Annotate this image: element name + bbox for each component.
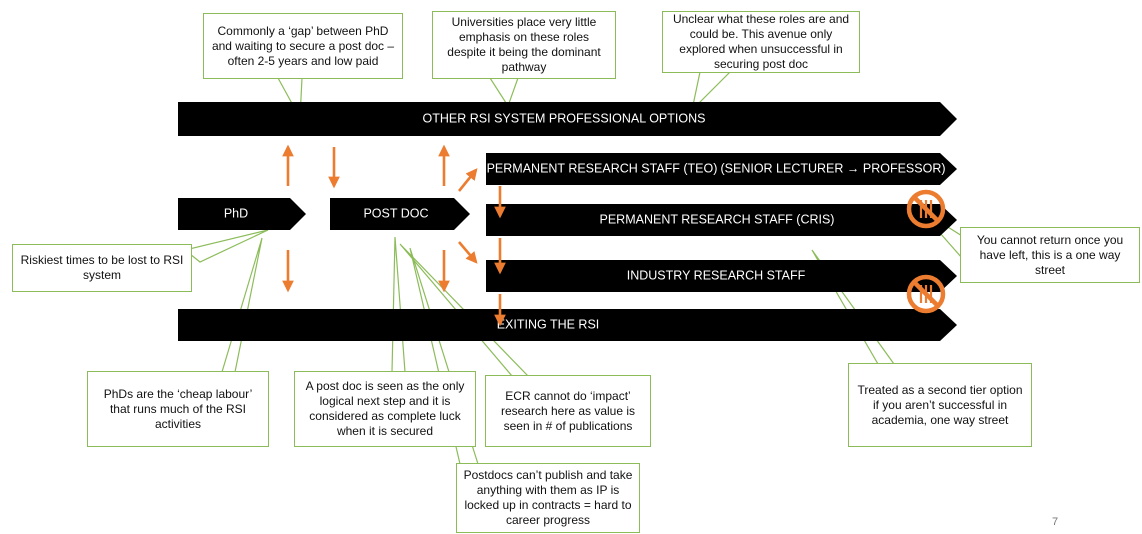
ecr-impact-callout: ECR cannot do ‘impact’ research here as … [485, 375, 651, 447]
postdoc-to-teo-arrow [457, 168, 478, 192]
flow-arrows [282, 144, 506, 327]
postdoc-to-industry-arrow [458, 241, 478, 264]
no-return-icon [906, 189, 946, 229]
cheap-labour-callout: PhDs are the ‘cheap labour’ that runs mu… [87, 371, 269, 447]
teo-path-label: (SENIOR LECTURER → PROFESSOR) [720, 161, 945, 175]
no-return-icon [906, 274, 946, 314]
unclear-callout: Unclear what these roles are and could b… [662, 11, 860, 73]
postdocs-ip-callout: Postdocs can’t publish and take anything… [456, 463, 640, 533]
exiting-label: EXITING THE RSI [497, 317, 600, 331]
pathway-bars [178, 102, 957, 341]
cris-bar [486, 204, 957, 236]
cheap-labour-callout-pointer [221, 237, 263, 373]
second-tier-callout: Treated as a second tier option if you a… [848, 363, 1032, 447]
logical-step-callout-pointer [391, 236, 406, 373]
riskiest-callout-pointer [183, 229, 269, 263]
post-doc-bar [330, 198, 470, 230]
universities-callout-pointer [488, 77, 519, 108]
page-number: 7 [1052, 516, 1059, 528]
cris-label: PERMANENT RESEARCH STAFF (CRIS) [600, 212, 835, 226]
riskiest-callout: Riskiest times to be lost to RSI system [12, 244, 192, 292]
post-doc-label: POST DOC [363, 206, 428, 220]
industry-bar [486, 260, 957, 292]
teo-label: PERMANENT RESEARCH STAFF (TEO) [487, 161, 718, 175]
phd-bar [178, 198, 306, 230]
universities-callout: Universities place very little emphasis … [432, 11, 616, 79]
industry-label: INDUSTRY RESEARCH STAFF [627, 268, 806, 282]
one-way-callout: You cannot return once you have left, th… [960, 227, 1140, 283]
exiting-bar [178, 309, 957, 341]
gap-callout: Commonly a ‘gap’ between PhD and waiting… [203, 13, 403, 79]
teo-bar [486, 153, 957, 185]
other-rsi-label: OTHER RSI SYSTEM PROFESSIONAL OPTIONS [423, 111, 706, 125]
other-rsi-bar [178, 102, 957, 136]
phd-label: PhD [224, 206, 248, 220]
logical-step-callout: A post doc is seen as the only logical n… [294, 371, 476, 447]
